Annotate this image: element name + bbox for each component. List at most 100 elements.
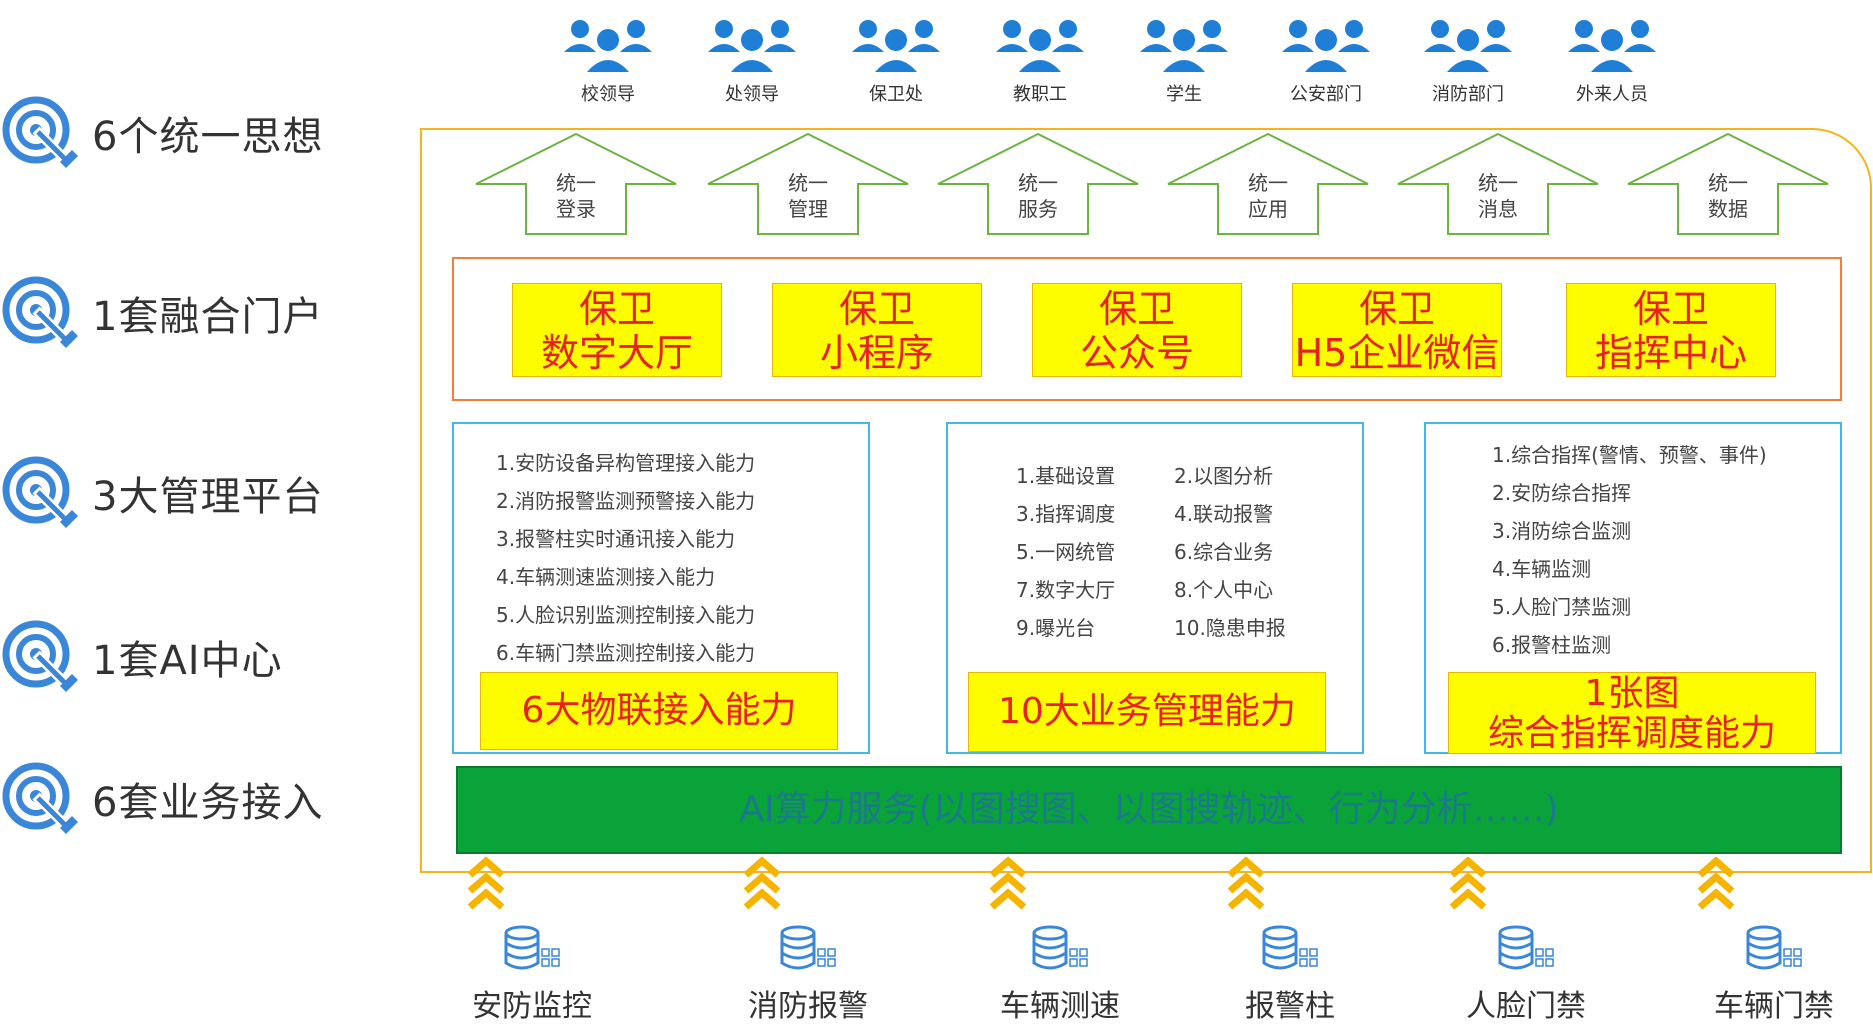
list-item: 2.安防综合指挥 xyxy=(1492,481,1632,505)
list-item: 2.以图分析 xyxy=(1174,464,1274,488)
chevron-up-icon xyxy=(989,856,1027,910)
database-icon xyxy=(1746,925,1802,970)
chevron-up-icon xyxy=(1227,856,1265,910)
users-group-icon xyxy=(1568,20,1656,72)
user-label: 保卫处 xyxy=(869,84,923,105)
list-item: 5.人脸识别监测控制接入能力 xyxy=(496,603,756,627)
thought-label: 3大管理平台 xyxy=(92,474,324,520)
portal-name: 数字大厅 xyxy=(540,331,693,375)
list-item: 4.车辆测速监测接入能力 xyxy=(496,565,716,589)
up-arrow-icon xyxy=(475,132,677,235)
database-icon xyxy=(504,925,560,970)
source-label: 车辆测速 xyxy=(1000,989,1120,1024)
source-label: 车辆门禁 xyxy=(1714,989,1834,1024)
list-item: 3.指挥调度 xyxy=(1016,502,1116,526)
source-label: 消防报警 xyxy=(748,989,868,1024)
thought-label: 1套AI中心 xyxy=(92,638,283,684)
list-item: 6.综合业务 xyxy=(1174,540,1274,564)
database-icon xyxy=(780,925,836,970)
unified-label: 统一消息 xyxy=(1478,171,1518,221)
list-item: 10.隐患申报 xyxy=(1174,616,1286,640)
user-item: 学生 xyxy=(1124,18,1244,106)
banner-line: 1张图 xyxy=(1584,673,1680,714)
users-group-icon xyxy=(564,20,652,72)
unified-label: 统一数据 xyxy=(1708,171,1748,221)
ai-compute-bar: AI算力服务(以图搜图、以图搜轨迹、行为分析……) xyxy=(456,766,1842,854)
up-arrow-icon xyxy=(1627,132,1829,235)
users-group-icon xyxy=(708,20,796,72)
portal-card: 保卫 数字大厅 xyxy=(512,283,722,377)
database-icon xyxy=(1498,925,1554,970)
unified-arrow: 统一消息 xyxy=(1396,132,1600,236)
portal-title: 保卫 xyxy=(1358,287,1435,331)
architecture-frame xyxy=(420,128,1872,873)
iot-capability-list: 1.安防设备异构管理接入能力 2.消防报警监测预警接入能力 3.报警柱实时通讯接… xyxy=(496,444,755,672)
chevron-up-icon xyxy=(1449,856,1487,910)
source-item: 报警柱 xyxy=(1210,925,1370,1025)
user-label: 公安部门 xyxy=(1290,84,1362,105)
business-capability-box xyxy=(946,422,1364,754)
source-label: 报警柱 xyxy=(1245,989,1335,1024)
portal-title: 保卫 xyxy=(838,287,915,331)
unified-arrow: 统一服务 xyxy=(936,132,1140,236)
thought-label: 6套业务接入 xyxy=(92,780,324,826)
portal-card: 保卫 小程序 xyxy=(772,283,982,377)
users-group-icon xyxy=(1424,20,1512,72)
chevron-up-icon xyxy=(1697,856,1735,910)
user-label: 学生 xyxy=(1166,84,1202,105)
user-item: 处领导 xyxy=(692,18,812,106)
portal-name: H5企业微信 xyxy=(1294,331,1500,375)
thought-item-1: 6个统一思想 xyxy=(0,92,340,172)
list-item: 2.消防报警监测预警接入能力 xyxy=(496,489,756,513)
up-arrow-icon xyxy=(707,132,909,235)
source-item: 安防监控 xyxy=(452,925,612,1025)
unified-arrow: 统一登录 xyxy=(474,132,678,236)
chevron-up-icon xyxy=(743,856,781,910)
list-item: 4.联动报警 xyxy=(1174,502,1274,526)
unified-label: 统一登录 xyxy=(556,171,596,221)
portal-card: 保卫 公众号 xyxy=(1032,283,1242,377)
list-item: 7.数字大厅 xyxy=(1016,578,1116,602)
target-icon xyxy=(2,96,78,168)
unified-arrow: 统一管理 xyxy=(706,132,910,236)
unified-label: 统一管理 xyxy=(788,171,828,221)
target-icon xyxy=(2,620,78,692)
database-icon xyxy=(1032,925,1088,970)
unified-arrow: 统一数据 xyxy=(1626,132,1830,236)
list-item: 6.车辆门禁监测控制接入能力 xyxy=(496,641,756,665)
banner-line: 综合指挥调度能力 xyxy=(1487,713,1776,754)
up-arrow-icon xyxy=(937,132,1139,235)
thought-item-4: 1套AI中心 xyxy=(0,616,340,696)
portal-title: 保卫 xyxy=(578,287,655,331)
thought-item-3: 3大管理平台 xyxy=(0,452,340,532)
business-capability-banner: 10大业务管理能力 xyxy=(968,672,1326,752)
iot-capability-box xyxy=(452,422,870,754)
users-group-icon xyxy=(1140,20,1228,72)
thought-item-5: 6套业务接入 xyxy=(0,758,340,838)
user-label: 消防部门 xyxy=(1432,84,1504,105)
up-arrow-icon xyxy=(1167,132,1369,235)
unified-label: 统一服务 xyxy=(1018,171,1058,221)
command-capability-list: 1.综合指挥(警情、预警、事件) 2.安防综合指挥 3.消防综合监测 4.车辆监… xyxy=(1492,436,1767,664)
list-item: 1.综合指挥(警情、预警、事件) xyxy=(1492,443,1767,467)
target-icon xyxy=(2,276,78,348)
list-item: 5.一网统管 xyxy=(1016,540,1116,564)
list-item: 6.报警柱监测 xyxy=(1492,633,1612,657)
command-capability-banner: 1张图 综合指挥调度能力 xyxy=(1448,672,1816,754)
portal-card: 保卫 指挥中心 xyxy=(1566,283,1776,377)
portal-name: 指挥中心 xyxy=(1594,331,1747,375)
portal-card: 保卫 H5企业微信 xyxy=(1292,283,1502,377)
list-item: 1.基础设置 xyxy=(1016,464,1116,488)
portal-title: 保卫 xyxy=(1098,287,1175,331)
list-item: 3.报警柱实时通讯接入能力 xyxy=(496,527,736,551)
user-label: 外来人员 xyxy=(1576,84,1648,105)
target-icon xyxy=(2,762,78,834)
target-icon xyxy=(2,456,78,528)
user-label: 处领导 xyxy=(725,84,779,105)
user-item: 保卫处 xyxy=(836,18,956,106)
source-item: 车辆门禁 xyxy=(1694,925,1854,1025)
user-item: 消防部门 xyxy=(1408,18,1528,106)
thought-label: 1套融合门户 xyxy=(92,294,324,340)
users-group-icon xyxy=(1282,20,1370,72)
users-group-icon xyxy=(852,20,940,72)
